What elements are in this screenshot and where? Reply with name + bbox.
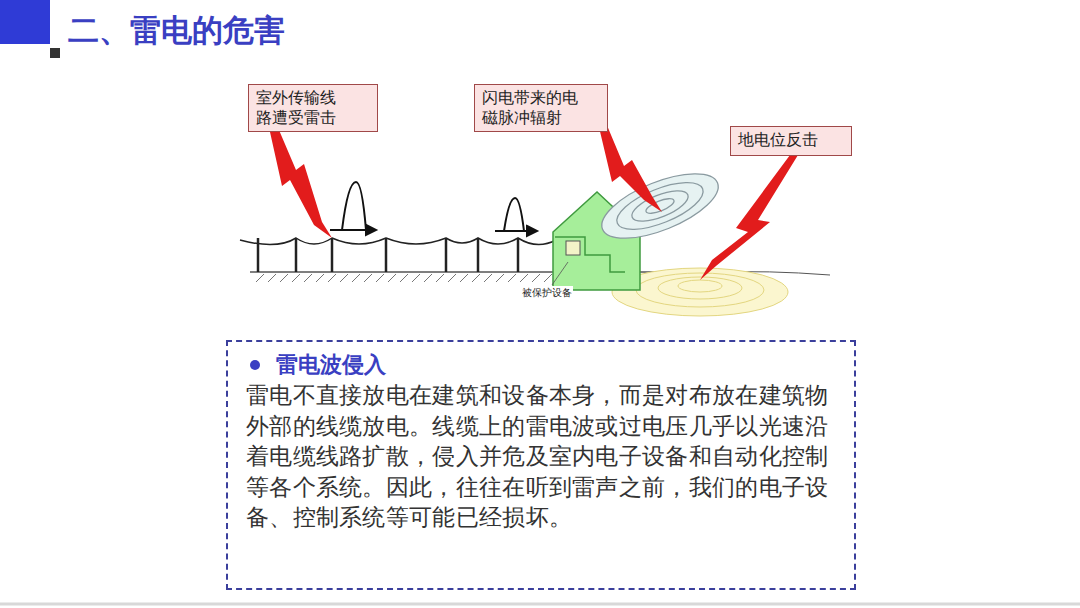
building-wiring [555,237,625,272]
ground-hatch [412,274,420,282]
ground-hatch [532,274,540,282]
ground-hatch [376,274,384,282]
lightning-bolt [268,123,798,280]
ground-hatch [280,274,288,282]
ground-hatch [256,274,264,282]
ground-hatch [328,274,336,282]
ground-hatch [400,274,408,282]
corner-dot [50,48,60,58]
callout-text: 地电位反击 [738,130,844,150]
ground-hatch [388,274,396,282]
surge-pulse [330,182,537,236]
bottom-rule [0,603,1080,606]
panel-heading: 雷电波侵入 [246,350,836,380]
callout-text: 闪电带来的电磁脉冲辐射 [482,88,590,128]
ground-hatch [436,274,444,282]
ground-hatch [520,274,528,282]
protected-device [566,241,580,255]
slide-title: 二、雷电的危害 [68,8,285,52]
callout-box: 地电位反击 [730,126,852,156]
ground-hatch [424,274,432,282]
pole [258,238,518,272]
ground-hatch [544,274,552,282]
ground-hatch [340,274,348,282]
ground-hatch [364,274,372,282]
panel-body: 雷电不直接放电在建筑和设备本身，而是对布放在建筑物外部的线缆放电。线缆上的雷电波… [246,380,836,533]
callout-text: 室外传输线路遭受雷击 [256,88,346,128]
callout-box: 闪电带来的电磁脉冲辐射 [474,84,608,132]
ground-hatch [292,274,300,282]
callout-box: 室外传输线路遭受雷击 [248,84,378,132]
corner-block [0,0,50,44]
ground-hatch [448,274,456,282]
ground-hatch [496,274,504,282]
text-panel: 雷电波侵入雷电不直接放电在建筑和设备本身，而是对布放在建筑物外部的线缆放电。线缆… [226,340,856,590]
ground-hatch [304,274,312,282]
ground-hatch [484,274,492,282]
ground-hatch [316,274,324,282]
ground-hatch [352,274,360,282]
ground-hatch [508,274,516,282]
part-label: 被保护设备 [521,286,573,300]
power-line [240,238,556,245]
ground-hatch [268,274,276,282]
ground-hatch [472,274,480,282]
bullet-dot [250,360,260,370]
leader-line [552,262,568,285]
ground-hatch [460,274,468,282]
